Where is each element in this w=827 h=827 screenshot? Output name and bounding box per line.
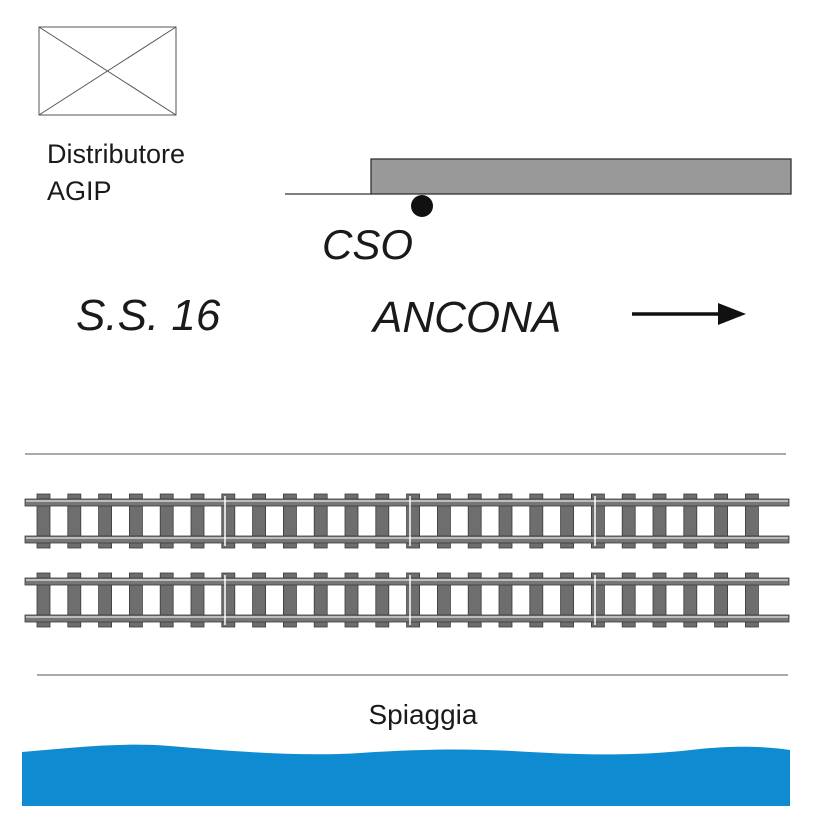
track-sleeper [467, 572, 482, 628]
track-sleeper [745, 572, 759, 628]
road-label: S.S. 16 [76, 291, 221, 340]
station-label-line1: Distributore [47, 139, 185, 169]
track-rail [24, 498, 790, 507]
track-rail [24, 614, 790, 623]
track-sleeper [344, 572, 359, 628]
track-sleeper [128, 572, 143, 628]
dot-marker-icon [411, 195, 433, 217]
track-sleeper [375, 493, 390, 549]
track-sleeper [560, 493, 574, 549]
track-sleeper [745, 493, 759, 549]
right-arrow-icon [632, 303, 746, 325]
track-rail [24, 577, 790, 586]
track-sleeper [621, 572, 636, 628]
platform-block [370, 158, 792, 195]
track-sleeper [252, 493, 267, 549]
track-sleeper [683, 493, 698, 549]
cso-label: CSO [322, 221, 413, 268]
station-label-line2: AGIP [47, 176, 112, 206]
railway-track [24, 572, 790, 628]
track-sleeper [436, 572, 451, 628]
track-sleeper [128, 493, 143, 549]
track-sleeper [683, 572, 698, 628]
track-sleeper [36, 572, 51, 628]
track-sleeper [436, 493, 451, 549]
sea-area [22, 744, 790, 806]
railway-tracks [24, 493, 790, 628]
track-sleeper [98, 572, 112, 628]
track-sleeper [467, 493, 482, 549]
track-sleeper [652, 572, 667, 628]
track-sleeper [560, 572, 574, 628]
track-sleeper [313, 572, 328, 628]
railway-track [24, 493, 790, 549]
track-sleeper [67, 572, 82, 628]
beach-label: Spiaggia [369, 699, 478, 730]
direction-label: ANCONA [370, 293, 561, 342]
track-sleeper [621, 493, 636, 549]
track-sleeper [313, 493, 328, 549]
track-sleeper [652, 493, 667, 549]
track-sleeper [498, 572, 513, 628]
track-sleeper [282, 493, 297, 549]
track-sleeper [282, 572, 297, 628]
track-sleeper [375, 572, 390, 628]
track-sleeper [498, 493, 513, 549]
track-sleeper [36, 493, 51, 549]
track-sleeper [252, 572, 267, 628]
track-sleeper [714, 572, 728, 628]
track-rail [24, 535, 790, 544]
track-sleeper [159, 493, 174, 549]
track-sleeper [529, 493, 544, 549]
crossed-box-icon [38, 26, 177, 116]
track-sleeper [159, 572, 174, 628]
track-sleeper [98, 493, 112, 549]
track-sleeper [344, 493, 359, 549]
track-sleeper [190, 572, 205, 628]
track-sleeper [67, 493, 82, 549]
track-sleeper [190, 493, 205, 549]
track-sleeper [714, 493, 728, 549]
track-sleeper [529, 572, 544, 628]
